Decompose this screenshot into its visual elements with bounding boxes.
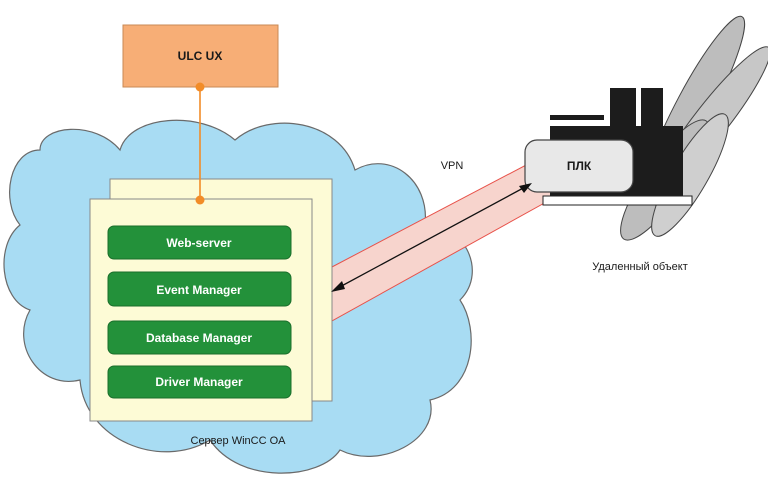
server-caption: Сервер WinCC OA bbox=[191, 435, 287, 447]
vpn-arrow bbox=[335, 185, 528, 290]
svg-text:Database Manager: Database Manager bbox=[146, 331, 252, 345]
arrow-head-left bbox=[331, 281, 345, 292]
svg-text:Event Manager: Event Manager bbox=[156, 283, 242, 297]
manager-web-server: Web-server bbox=[107, 225, 292, 260]
remote-object-caption: Удаленный объект bbox=[592, 261, 687, 273]
machine-rail bbox=[550, 115, 604, 120]
manager-driver-manager: Driver Manager bbox=[107, 365, 292, 399]
plc-box bbox=[524, 139, 634, 193]
arrow-head-right bbox=[519, 183, 532, 193]
ulc-ux-box bbox=[122, 24, 279, 88]
manager-database-manager: Database Manager bbox=[107, 320, 292, 355]
vpn-label: VPN bbox=[441, 160, 464, 172]
machine-stack-left bbox=[610, 88, 636, 133]
machine-base bbox=[542, 195, 693, 206]
connector-dot-bottom bbox=[195, 195, 205, 205]
svg-text:Web-server: Web-server bbox=[166, 236, 231, 250]
svg-text:Driver Manager: Driver Manager bbox=[155, 375, 243, 389]
machine-stack-right bbox=[641, 88, 663, 133]
remote-object-graphic bbox=[542, 15, 768, 241]
manager-event-manager: Event Manager bbox=[107, 271, 292, 307]
ulc-ux-label: ULC UX bbox=[178, 49, 223, 63]
connector-dot-top bbox=[195, 82, 205, 92]
plc-label: ПЛК bbox=[567, 159, 592, 173]
